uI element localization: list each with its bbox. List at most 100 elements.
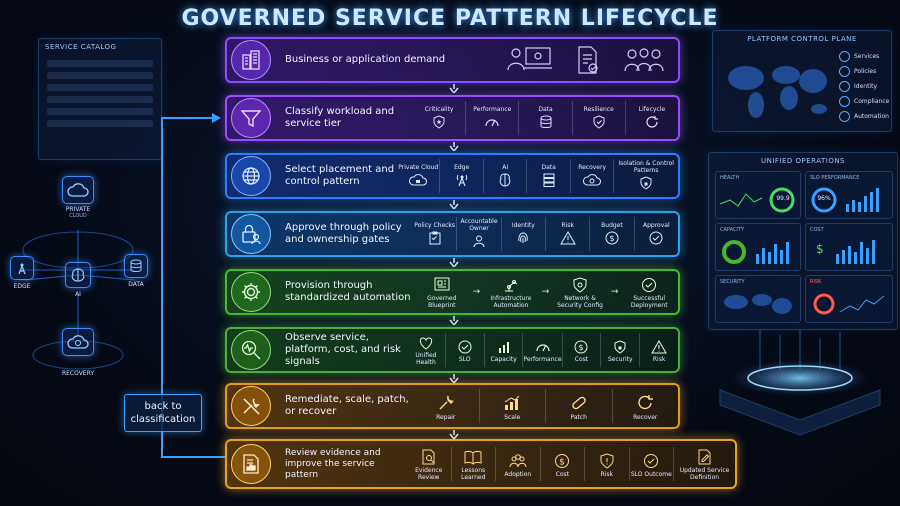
private-cloud-node: PRIVATE CLOUD: [48, 176, 108, 219]
check-circle-icon: [649, 231, 663, 244]
sub-capacity[interactable]: Capacity: [483, 333, 523, 367]
sub-performance[interactable]: Performance: [522, 333, 562, 367]
health-value: 99.9: [776, 195, 790, 202]
step-label: Business or application demand: [285, 54, 446, 65]
control-item[interactable]: Automation: [839, 111, 889, 122]
flow-arrow: [449, 430, 459, 439]
step-business-demand[interactable]: Business or application demand: [225, 37, 680, 83]
flow-arrow: [449, 142, 459, 151]
cloud-sync-icon: [62, 328, 94, 356]
book-icon: [464, 450, 482, 465]
sub-recover[interactable]: Recover: [611, 389, 679, 423]
sub-resilience[interactable]: Resilience: [571, 101, 625, 135]
sub-criticality[interactable]: Criticality: [413, 101, 465, 135]
sub-updated-service-definition[interactable]: Updated Service Definition: [673, 447, 735, 481]
step-review-improve[interactable]: Review evidence and improve the service …: [225, 439, 737, 489]
shield-lock-icon: [614, 339, 626, 354]
cloud-sync-icon: [583, 173, 602, 185]
sub-private-cloud[interactable]: Private Cloud: [397, 159, 439, 193]
step-label: Review evidence and improve the service …: [285, 447, 381, 480]
ai-label: AI: [75, 291, 81, 298]
heart-pulse-icon: [419, 337, 433, 350]
sub-unified-health[interactable]: Unified Health: [407, 333, 445, 367]
flow-arrow: [449, 316, 459, 325]
private-label: PRIVATE: [65, 206, 91, 213]
fingerprint-icon: [518, 231, 529, 243]
catalog-row: [47, 96, 153, 103]
recovery-node: RECOVERY: [48, 328, 108, 377]
sub-slo[interactable]: SLO: [444, 333, 484, 367]
sub-performance[interactable]: Performance: [465, 101, 518, 135]
sub-identity[interactable]: Identity: [500, 217, 545, 251]
sub-data[interactable]: Data: [526, 159, 569, 193]
sub-repair[interactable]: Repair: [413, 389, 479, 423]
sub-security[interactable]: Security: [600, 333, 639, 367]
step-label: Select placement and control pattern: [285, 164, 395, 187]
sub-patch[interactable]: Patch: [545, 389, 612, 423]
unified-operations-title: UNIFIED OPERATIONS: [760, 157, 846, 165]
step-classify-workload[interactable]: Classify workload and service tier Criti…: [225, 95, 680, 141]
tools-icon: [231, 386, 271, 426]
sub-lifecycle[interactable]: Lifecycle: [624, 101, 678, 135]
step-observe-signals[interactable]: Observe service, platform, cost, and ris…: [225, 327, 680, 373]
sub-network-security-config[interactable]: Network & Security Config: [551, 275, 609, 309]
control-item[interactable]: Services: [839, 51, 889, 62]
step-approve-gates[interactable]: Approve through policy and ownership gat…: [225, 211, 680, 257]
shield-icon: [593, 114, 605, 129]
sub-ai[interactable]: AI: [482, 159, 526, 193]
sub-accountable-owner[interactable]: Accountable Owner: [456, 217, 500, 251]
cloud-label: CLOUD: [69, 213, 87, 219]
sub-edge[interactable]: Edge: [439, 159, 482, 193]
step-remediate[interactable]: Remediate, scale, patch, or recover Repa…: [225, 383, 680, 429]
sub-slo-outcome[interactable]: SLO Outcome: [628, 447, 674, 481]
flow-arrow: [449, 84, 459, 93]
document-search-icon: [422, 449, 435, 465]
sub-risk[interactable]: Risk: [544, 217, 589, 251]
catalog-row: [47, 72, 153, 79]
sub-policy-checks[interactable]: Policy Checks: [413, 217, 456, 251]
bar-chart-icon: [498, 341, 509, 353]
step-provision-automation[interactable]: Provision through standardized automatio…: [225, 269, 680, 315]
brain-icon: [65, 262, 91, 288]
sub-evidence-review[interactable]: Evidence Review: [407, 447, 451, 481]
sub-adoption[interactable]: Adoption: [495, 447, 540, 481]
recovery-label: RECOVERY: [61, 370, 95, 377]
document-edit-icon: [698, 449, 711, 465]
unified-operations-panel: UNIFIED OPERATIONS HEALTH 99.9 SLO PERFO…: [708, 152, 898, 330]
clipboard-check-icon: [429, 231, 441, 244]
sub-budget[interactable]: Budget$: [589, 217, 633, 251]
team-icon: [624, 48, 664, 72]
sub-cost[interactable]: $Cost: [539, 447, 585, 481]
sub-isolation-control[interactable]: Isolation & Control Patterns: [613, 159, 678, 193]
sub-risk[interactable]: Risk: [584, 447, 629, 481]
sub-infrastructure-automation[interactable]: Infrastructure Automation: [482, 275, 540, 309]
shield-lock-icon: [640, 176, 652, 190]
catalog-row: [47, 108, 153, 115]
sub-recovery[interactable]: Recovery: [569, 159, 613, 193]
robot-arm-icon: [504, 280, 518, 292]
control-item[interactable]: Policies: [839, 66, 889, 77]
svg-text:$: $: [559, 457, 565, 467]
sub-approval[interactable]: Approval: [633, 217, 678, 251]
sub-governed-blueprint[interactable]: Governed Blueprint: [413, 275, 471, 309]
sub-scale[interactable]: Scale: [478, 389, 546, 423]
sub-cost[interactable]: $Cost: [561, 333, 601, 367]
magnifier-pulse-icon: [231, 330, 271, 370]
sub-lessons-learned[interactable]: Lessons Learned: [450, 447, 496, 481]
server-rack-icon: [543, 173, 555, 187]
feedback-loop-line: [161, 113, 225, 458]
antenna-icon: [456, 174, 467, 186]
sub-risk[interactable]: Risk: [639, 333, 678, 367]
control-item[interactable]: Identity: [839, 81, 889, 92]
automation-icon: [839, 111, 850, 122]
blueprint-icon: [434, 277, 450, 291]
brain-icon: [499, 172, 511, 187]
sub-successful-deployment[interactable]: Successful Deployment: [620, 275, 678, 309]
step-select-placement[interactable]: Select placement and control pattern Pri…: [225, 153, 680, 199]
risk-card: RISK: [805, 275, 893, 323]
control-item[interactable]: Compliance: [839, 96, 889, 107]
demand-illustrations: [465, 42, 678, 78]
sub-data[interactable]: Data: [518, 101, 571, 135]
edge-node: EDGE: [4, 256, 40, 290]
step-label: Remediate, scale, patch, or recover: [285, 394, 409, 417]
